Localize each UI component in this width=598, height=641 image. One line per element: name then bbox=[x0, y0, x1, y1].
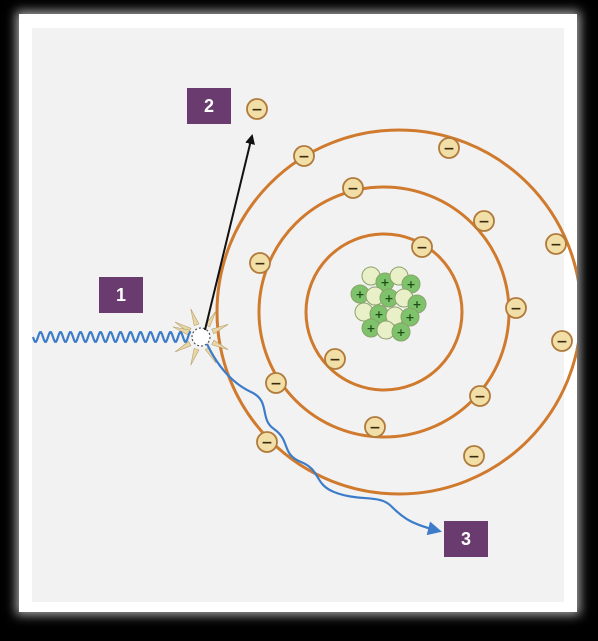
ejected-electron-arrow bbox=[204, 134, 255, 331]
proton-symbol: + bbox=[366, 322, 375, 335]
electron-icon: − bbox=[505, 297, 527, 319]
burst-ray bbox=[190, 347, 200, 366]
electron-icon: − bbox=[545, 233, 567, 255]
electron-icon: − bbox=[364, 416, 386, 438]
electron-symbol: − bbox=[329, 352, 341, 368]
label-box-2: 2 bbox=[187, 88, 231, 124]
electron-symbol: − bbox=[347, 181, 359, 197]
inner-orbit bbox=[304, 232, 464, 392]
compton-scattering-diagram: +++++++++ −−−−−−−−−−−−−−−− bbox=[31, 28, 577, 602]
electron-symbol: − bbox=[251, 102, 263, 118]
electron-symbol: − bbox=[510, 301, 522, 317]
electron-icon: − bbox=[411, 236, 433, 258]
electron-icon: − bbox=[463, 445, 485, 467]
electron-symbol: − bbox=[550, 237, 562, 253]
electron-symbol: − bbox=[443, 141, 455, 157]
proton-symbol: + bbox=[380, 276, 389, 289]
electron-icon: − bbox=[324, 348, 346, 370]
outer-orbit bbox=[215, 128, 577, 496]
electron-icon: − bbox=[438, 137, 460, 159]
label-box-3: 3 bbox=[444, 521, 488, 557]
electron-symbol: − bbox=[270, 376, 282, 392]
scattered-photon-wave bbox=[206, 343, 442, 536]
proton-symbol: + bbox=[405, 311, 414, 324]
electron-symbol: − bbox=[556, 334, 568, 350]
electron-symbol: − bbox=[298, 149, 310, 165]
electron-icon: − bbox=[293, 145, 315, 167]
electrons: − − − − − − − − − − − − − − − − bbox=[246, 98, 573, 467]
electron-icon: − bbox=[342, 177, 364, 199]
proton-symbol: + bbox=[396, 326, 405, 339]
electron-symbol: − bbox=[474, 389, 486, 405]
burst-ray bbox=[211, 324, 229, 335]
electron-symbol: − bbox=[416, 240, 428, 256]
burst-ray bbox=[190, 308, 200, 327]
proton-symbol: + bbox=[406, 278, 415, 291]
proton-symbol: + bbox=[374, 308, 383, 321]
proton-icon bbox=[391, 322, 411, 342]
electron-icon: − bbox=[551, 330, 573, 352]
burst-ray bbox=[211, 339, 229, 350]
interaction-burst-icon bbox=[172, 308, 229, 366]
proton-symbol: + bbox=[355, 288, 364, 301]
electron-symbol: − bbox=[261, 435, 273, 451]
label-box-1: 1 bbox=[99, 277, 143, 313]
label-scattered: 3 bbox=[460, 528, 471, 549]
diagram-panel: +++++++++ −−−−−−−−−−−−−−−− 1 2 3 bbox=[19, 14, 577, 612]
nucleus-icon: +++++++++ bbox=[350, 266, 427, 342]
proton-icon bbox=[400, 307, 420, 327]
electron-icon: − bbox=[473, 210, 495, 232]
electron-symbol: − bbox=[478, 214, 490, 230]
electron-icon: − bbox=[469, 385, 491, 407]
electron-symbol: − bbox=[369, 420, 381, 436]
burst-ray bbox=[204, 310, 217, 328]
interaction-point bbox=[191, 327, 211, 347]
electron-symbol: − bbox=[254, 256, 266, 272]
label-incoming: 1 bbox=[115, 284, 126, 305]
electron-symbol: − bbox=[468, 449, 480, 465]
diagram-background bbox=[32, 28, 564, 602]
label-ejected: 2 bbox=[203, 95, 214, 116]
electron-icon: − bbox=[265, 372, 287, 394]
electron-icon: − bbox=[256, 431, 278, 453]
electron-icon: − bbox=[249, 252, 271, 274]
burst-ray bbox=[174, 340, 192, 353]
proton-symbol: + bbox=[412, 298, 421, 311]
proton-symbol: + bbox=[384, 292, 393, 305]
electron-icon: − bbox=[246, 98, 268, 120]
incoming-photon-wave bbox=[31, 331, 191, 343]
